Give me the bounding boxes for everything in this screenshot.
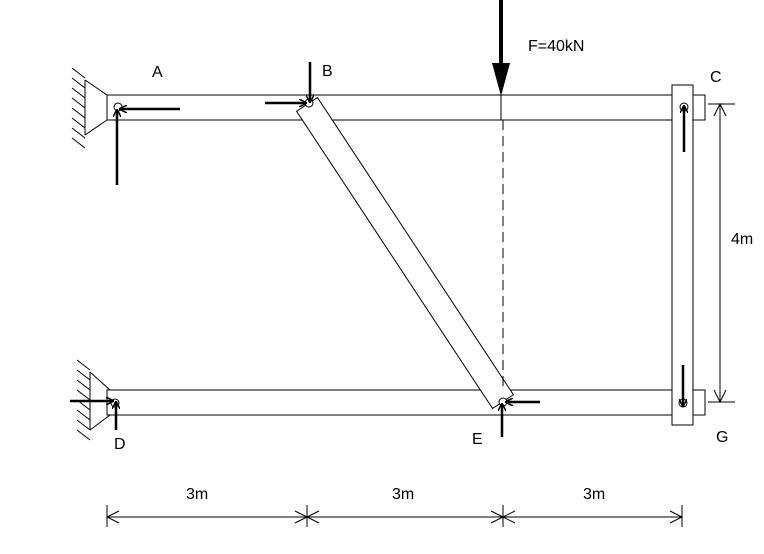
top-beam-ac (106, 94, 706, 121)
bottom-beam-dg (106, 389, 706, 416)
span-dimension-label-3: 3m (583, 486, 606, 503)
dimension-lines (105, 102, 735, 527)
label-d: D (114, 436, 126, 453)
span-dimension-label-2: 3m (392, 486, 415, 503)
label-g: G (716, 429, 729, 446)
fixed-support-d (76, 359, 111, 441)
diagonal-member-be (295, 96, 515, 410)
label-a: A (152, 64, 163, 81)
label-c: C (710, 69, 722, 86)
applied-force-arrow (492, 0, 510, 120)
reaction-arrows (70, 62, 684, 437)
label-e: E (472, 431, 483, 448)
label-b: B (322, 63, 333, 80)
force-label: F=40kN (528, 38, 585, 55)
span-dimension-label-1: 3m (186, 486, 209, 503)
height-dimension-label: 4m (731, 231, 754, 248)
fixed-support-a (71, 67, 108, 149)
vertical-member-cg (671, 84, 694, 426)
